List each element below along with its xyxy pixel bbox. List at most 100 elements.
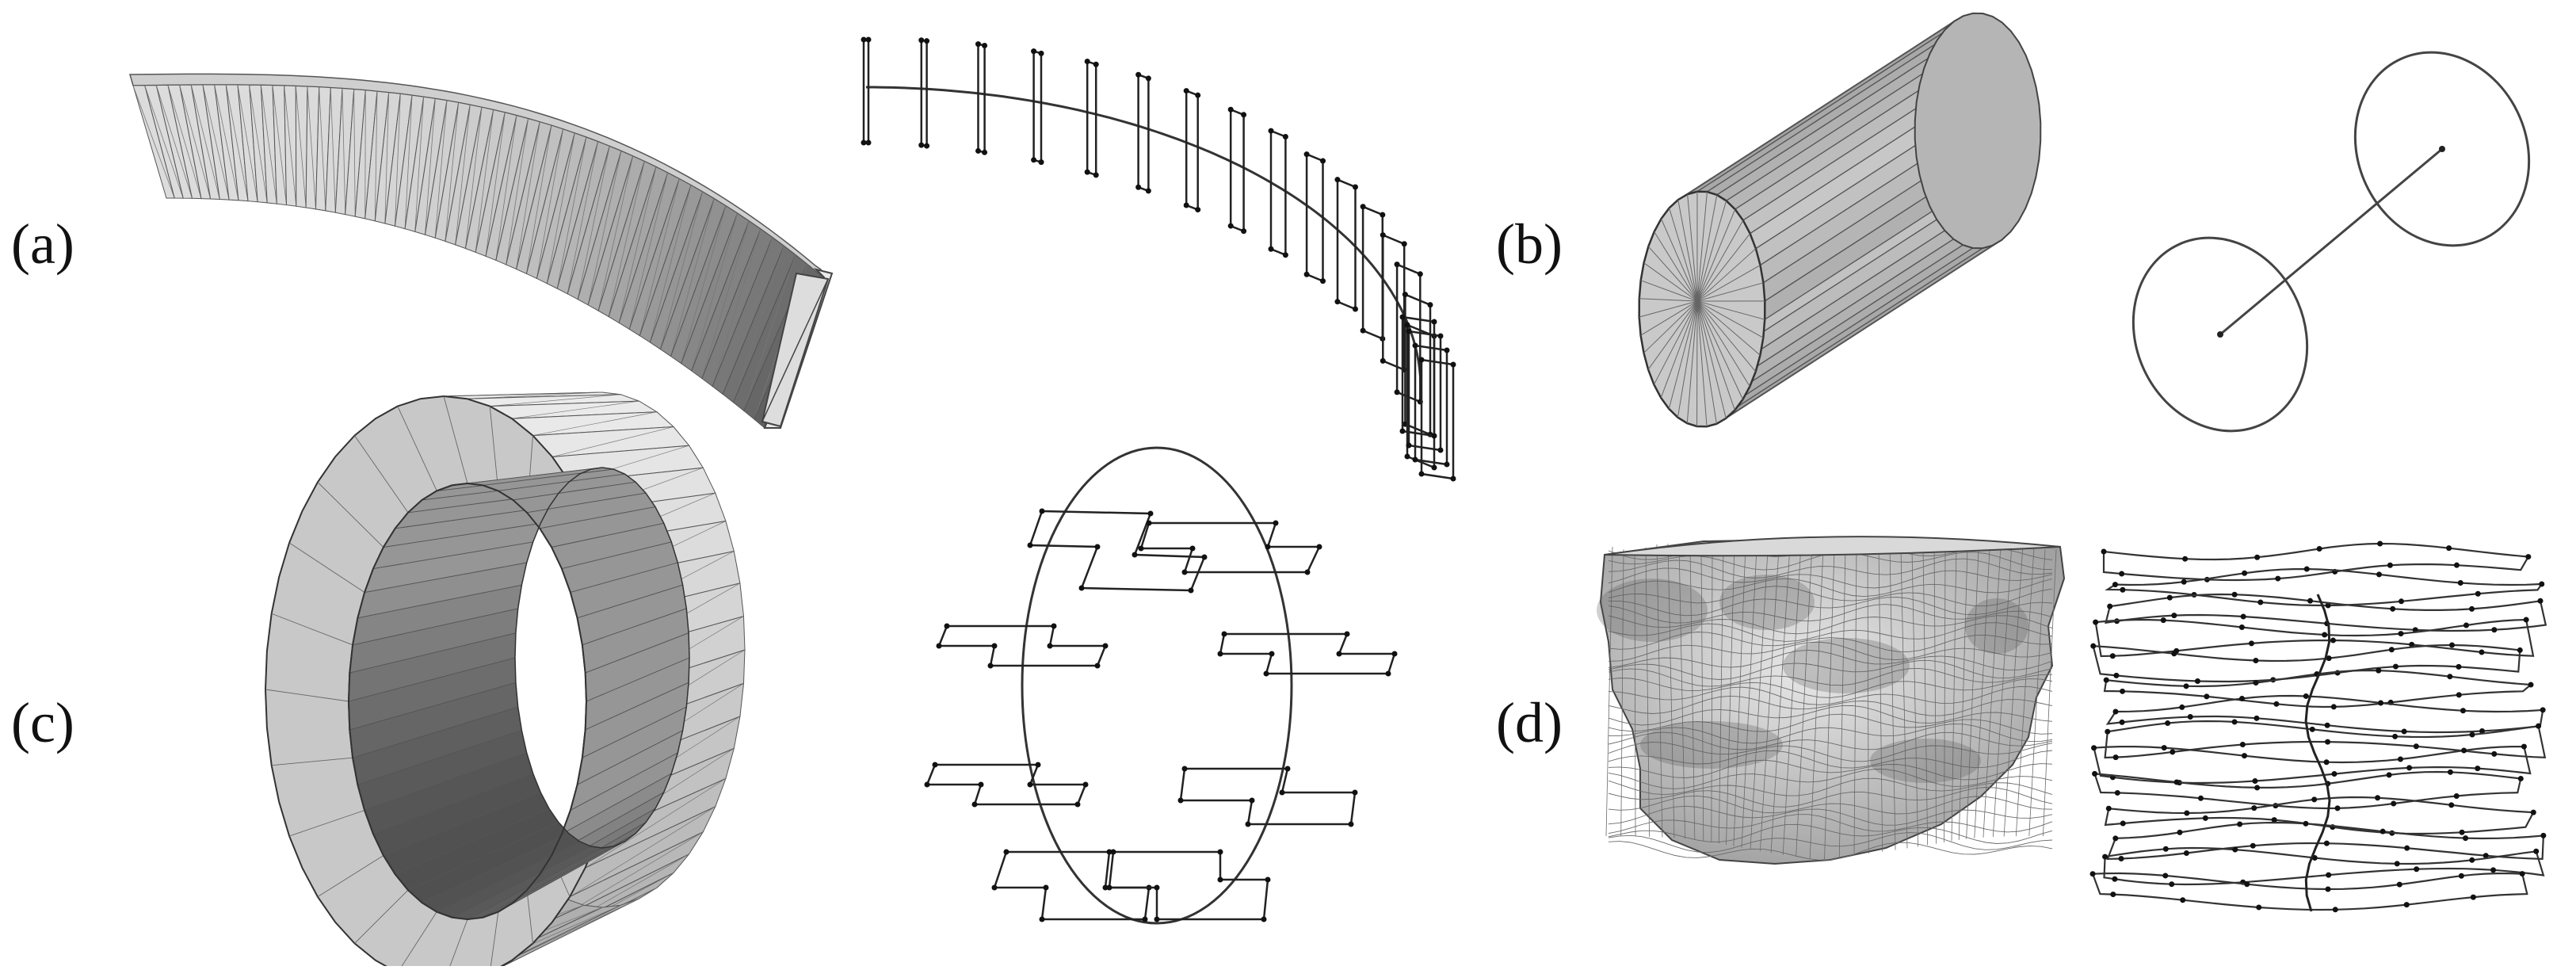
panel-c-contour-vertex [1095, 663, 1101, 669]
panel-d-contour-point [2463, 835, 2468, 841]
panel-a-frame-vertex [1085, 170, 1090, 175]
panel-d-contour-point [2303, 821, 2309, 827]
panel-a-section-frame [1307, 155, 1322, 281]
panel-a-frame-vertex [1320, 278, 1326, 284]
panel-b-cylinder-surface [1639, 13, 2041, 426]
panel-d-contour-point [2330, 638, 2336, 643]
panel-a-frame-vertex [1418, 271, 1423, 277]
panel-a-section-frame [864, 40, 868, 143]
panel-d-contour-point [2454, 793, 2460, 799]
panel-d-contour-point [2524, 617, 2529, 623]
panel-c-contour-vertex [1048, 643, 1053, 649]
panel-d-contour-point [2469, 731, 2475, 737]
panel-d-contour-point [2446, 545, 2452, 551]
panel-d-contour-point [2120, 820, 2126, 826]
panel-a-frame-vertex [1269, 128, 1274, 134]
panel-d-contour-point [2390, 606, 2395, 612]
panel-a-frame-vertex [1402, 292, 1408, 297]
panel-d-contour-point [2253, 658, 2258, 663]
panel-d-contour-point [2254, 785, 2260, 790]
panel-c-hollow-ring-surface [265, 392, 745, 966]
panel-d-contour-point [2203, 815, 2208, 821]
panel-d-contour-point [2402, 729, 2407, 735]
panel-b-axis-point [2439, 146, 2445, 152]
panel-a-section-frame [1383, 235, 1404, 370]
panel-a-frame-vertex [1438, 448, 1444, 453]
panel-d-contour-point [2112, 876, 2117, 882]
panel-d-contour-point [2232, 592, 2238, 598]
panel-c-contour-vertex [1143, 917, 1148, 922]
panel-d-contour-point [2459, 873, 2464, 879]
panel-c-contour-vertex [1040, 509, 1045, 514]
panel-d-shadow-fold [1870, 739, 1981, 783]
panel-a-frame-vertex [861, 37, 867, 43]
panel-d-contour-point [2333, 907, 2338, 912]
panel-a-frame-vertex [1406, 443, 1412, 449]
panel-d-contour-point [2540, 707, 2546, 712]
panel-d-contour-point [2458, 580, 2463, 586]
panel-d-contour-point [2392, 734, 2398, 739]
panel-d-contour-point [2528, 682, 2534, 688]
panel-c-contour-vertex [1353, 790, 1358, 796]
panel-a-frame-vertex [1406, 329, 1412, 334]
panel-d-contour-point [2525, 554, 2531, 559]
panel-c-contour-vertex [1004, 850, 1009, 855]
panel-d-contour-point [2317, 546, 2322, 552]
panel-d-contour-point [2195, 678, 2200, 684]
panel-a-frame-vertex [1413, 457, 1418, 463]
panel-d-contour-point [2165, 720, 2170, 726]
panel-d-contour-point [2242, 571, 2247, 576]
panel-a-extruded-arc-surface [130, 74, 832, 428]
panel-d-contour-point [2090, 643, 2096, 649]
panel-a-frame-vertex [1402, 241, 1407, 246]
panel-d-contour-point [2406, 765, 2412, 770]
panel-a-frame-vertex [1320, 158, 1326, 164]
panel-a-frame-vertex [1241, 112, 1246, 117]
panel-a-frame-vertex [1353, 185, 1358, 190]
panel-a-frame-vertex [1419, 472, 1425, 477]
panel-a-cross-section-frames [861, 37, 1456, 482]
panel-a-frame-vertex [1135, 72, 1141, 78]
panel-d-contour-point [2181, 579, 2187, 585]
panel-d-contour-point [2456, 664, 2461, 670]
panel-b-circle-sections [2102, 24, 2560, 460]
panel-a-frame-vertex [1039, 159, 1044, 165]
panel-d-contour-point [2112, 708, 2118, 714]
panel-d-contour-point [2171, 651, 2177, 656]
panel-d-contour-point [2399, 598, 2404, 604]
panel-d-freeform-mesh-surface [1597, 537, 2064, 864]
panel-c-contour-vertex [1280, 790, 1285, 796]
panel-a-frame-vertex [1432, 465, 1437, 471]
panel-a-frame-vertex [1195, 93, 1200, 98]
panel-d-contour-point [2449, 643, 2455, 648]
panel-a-frame-vertex [1146, 75, 1151, 81]
panel-d-contour-point [2531, 810, 2536, 815]
panel-d-contour-point [2538, 598, 2544, 604]
panel-c-contour-vertex [937, 643, 942, 649]
panel-c-contour-vertex [972, 802, 978, 808]
panel-d-contour-point [2471, 895, 2476, 900]
panel-c-contour-vertex [1202, 555, 1208, 560]
panel-d-contour-point [2378, 701, 2383, 706]
panel-a-frame-vertex [1438, 334, 1444, 339]
panel-d-contour-point [2518, 776, 2524, 781]
panel-a-frame-vertex [1085, 59, 1090, 64]
panel-c-contour-vertex [1273, 521, 1279, 526]
panel-d-contour-point [2188, 714, 2193, 720]
panel-d-contour-point [2170, 749, 2175, 754]
panel-d-contour-point [2090, 871, 2096, 876]
panel-d-contour-point [2232, 847, 2238, 853]
panel-a-frame-vertex [1334, 177, 1340, 182]
panel-c-contour-vertex [1264, 671, 1269, 677]
panel-d-contour-point [2253, 680, 2258, 685]
panel-d-contour-point [2115, 790, 2120, 796]
panel-d-contour-point [2387, 772, 2392, 777]
panel-d-contour-point [2303, 693, 2309, 699]
panel-c-contour-vertex [925, 782, 930, 788]
panel-d-contour-point [2393, 664, 2399, 670]
panel-d-contour-point [2454, 563, 2460, 568]
panel-a-frame-vertex [1093, 62, 1099, 67]
panel-c-section-contour [1141, 523, 1319, 572]
panel-a-frame-vertex [1395, 389, 1400, 395]
panel-d-contour-point [2414, 866, 2419, 872]
